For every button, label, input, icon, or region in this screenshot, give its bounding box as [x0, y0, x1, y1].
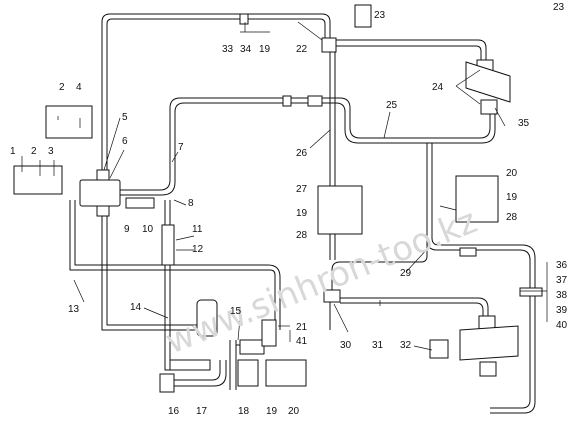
callout-26: 26	[296, 148, 308, 159]
callout-12: 12	[192, 244, 204, 255]
fitting	[459, 247, 477, 257]
callout-34: 34	[240, 44, 252, 55]
callout-21: 21	[296, 322, 308, 333]
callout-10: 10	[142, 224, 154, 235]
washer-inset	[354, 4, 372, 28]
callout-36: 36	[556, 260, 568, 271]
fitting	[480, 99, 498, 115]
callout-38: 38	[556, 290, 568, 301]
callout-15: 15	[230, 306, 242, 317]
callout-19: 19	[266, 406, 278, 417]
callout-30: 30	[340, 340, 352, 351]
tee-fitting	[321, 37, 337, 53]
callout-5: 5	[122, 112, 128, 123]
callout-31: 31	[372, 340, 384, 351]
callout-4: 4	[76, 82, 82, 93]
fitting	[96, 205, 110, 217]
tube-lines	[69, 13, 536, 414]
callout-23: 23	[374, 10, 386, 21]
callout-19: 19	[296, 208, 308, 219]
callout-labels: 23 1 2 3 2 4 5 6 7 8 9 10 11 12 13 14 15…	[10, 2, 568, 417]
callout-25: 25	[386, 100, 398, 111]
callout-27: 27	[296, 184, 308, 195]
callout-39: 39	[556, 305, 568, 316]
fitting	[239, 13, 249, 25]
callout-41: 41	[296, 336, 308, 347]
callout-24: 24	[432, 82, 444, 93]
callout-3: 3	[48, 146, 54, 157]
callout-14: 14	[130, 302, 142, 313]
callout-32: 32	[400, 340, 412, 351]
callout-6: 6	[122, 136, 128, 147]
callout-20: 20	[288, 406, 300, 417]
callout-20: 20	[506, 168, 518, 179]
callout-2: 2	[31, 146, 37, 157]
callout-2: 2	[59, 82, 65, 93]
callout-33: 33	[222, 44, 234, 55]
fitting	[96, 169, 110, 181]
check-valve	[125, 197, 155, 209]
callout-16: 16	[168, 406, 180, 417]
bolt-inset	[265, 359, 307, 387]
callout-1: 1	[10, 146, 16, 157]
washer-inset	[429, 339, 449, 359]
callout-8: 8	[188, 198, 194, 209]
tee-fitting	[239, 339, 265, 355]
corner-mark: 23	[553, 2, 565, 13]
callout-35: 35	[518, 118, 530, 129]
callout-18: 18	[238, 406, 250, 417]
callout-28: 28	[506, 212, 518, 223]
fittings	[79, 13, 543, 393]
fitting	[323, 289, 341, 303]
hose	[169, 359, 211, 371]
inset-boxes	[13, 4, 499, 387]
fitting	[479, 361, 497, 377]
callout-37: 37	[556, 275, 568, 286]
fitting	[307, 95, 323, 107]
callout-7: 7	[178, 142, 184, 153]
callout-11: 11	[192, 224, 203, 235]
callout-22: 22	[296, 44, 308, 55]
callout-17: 17	[196, 406, 208, 417]
elbow-fitting	[261, 319, 277, 347]
callout-28: 28	[296, 230, 308, 241]
bolt-inset	[45, 105, 93, 139]
leader-lines	[21, 21, 548, 351]
callout-13: 13	[68, 304, 80, 315]
callout-19: 19	[259, 44, 271, 55]
fitting	[282, 95, 292, 107]
clip-inset	[455, 175, 499, 223]
washer-inset	[237, 359, 259, 387]
callout-9: 9	[124, 224, 130, 235]
manifold-block	[79, 179, 121, 207]
valve-body	[196, 299, 218, 337]
callout-40: 40	[556, 320, 568, 331]
callout-19: 19	[506, 192, 518, 203]
clip-inset	[317, 185, 363, 235]
clamp	[519, 287, 543, 297]
callout-29: 29	[400, 268, 412, 279]
bolt-inset	[13, 165, 63, 195]
tube-union	[161, 224, 175, 266]
hose-end	[159, 373, 175, 393]
mount-bracket	[459, 325, 519, 361]
